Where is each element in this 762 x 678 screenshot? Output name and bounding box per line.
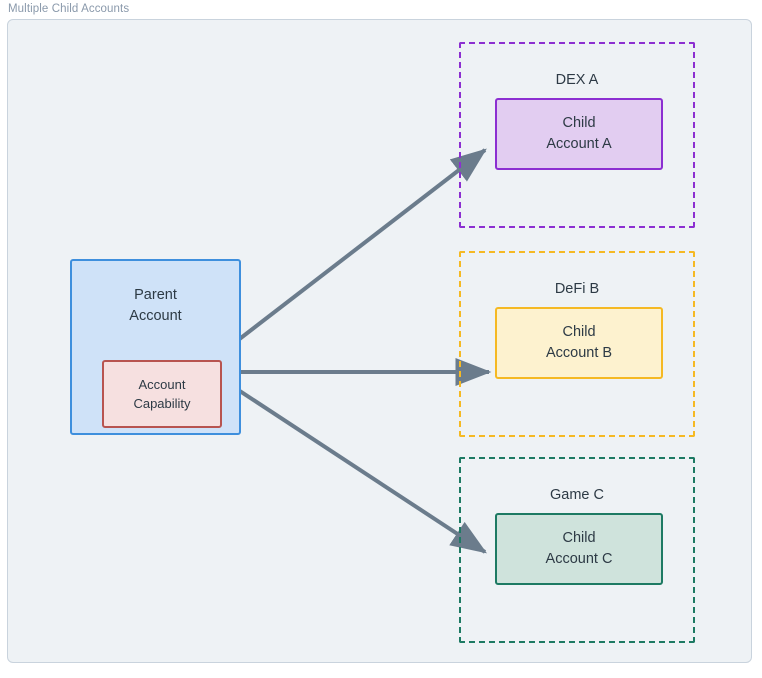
account-capability-label-line-2: Capability (133, 396, 191, 411)
diagram-canvas: Parent Account Account Capability DEX A … (8, 20, 751, 662)
child-account-b-label-line-1: Child (562, 324, 596, 340)
child-account-a-label-line-2: Account A (546, 136, 612, 152)
diagram-frame: Parent Account Account Capability DEX A … (7, 19, 752, 663)
account-capability-label-line-1: Account (138, 377, 186, 392)
group-defi-b-title: DeFi B (554, 281, 600, 297)
diagram-caption: Multiple Child Accounts (8, 3, 130, 15)
parent-account-node[interactable]: Parent Account Account Capability (70, 259, 241, 435)
group-dex-a-title: DEX A (555, 72, 599, 88)
child-account-a-label-line-1: Child (562, 115, 596, 131)
child-account-c-node[interactable]: Child Account C (495, 513, 663, 585)
connector-capability-to-child-a (218, 148, 487, 356)
child-account-b-label-line-2: Account B (545, 345, 613, 361)
parent-account-title-line-1: Parent (134, 287, 177, 303)
account-capability-node[interactable]: Account Capability (102, 360, 222, 428)
group-defi-b[interactable]: DeFi B Child Account B (459, 251, 695, 437)
group-game-c-title: Game C (550, 487, 604, 503)
connector-capability-to-child-c (218, 376, 488, 554)
group-game-c[interactable]: Game C Child Account C (459, 457, 695, 643)
child-account-c-label-line-2: Account C (545, 551, 613, 567)
child-account-b-node[interactable]: Child Account B (495, 307, 663, 379)
parent-account-title-line-2: Account (129, 308, 182, 324)
group-dex-a[interactable]: DEX A Child Account A (459, 42, 695, 228)
child-account-c-label-line-1: Child (562, 530, 596, 546)
child-account-a-node[interactable]: Child Account A (495, 98, 663, 170)
